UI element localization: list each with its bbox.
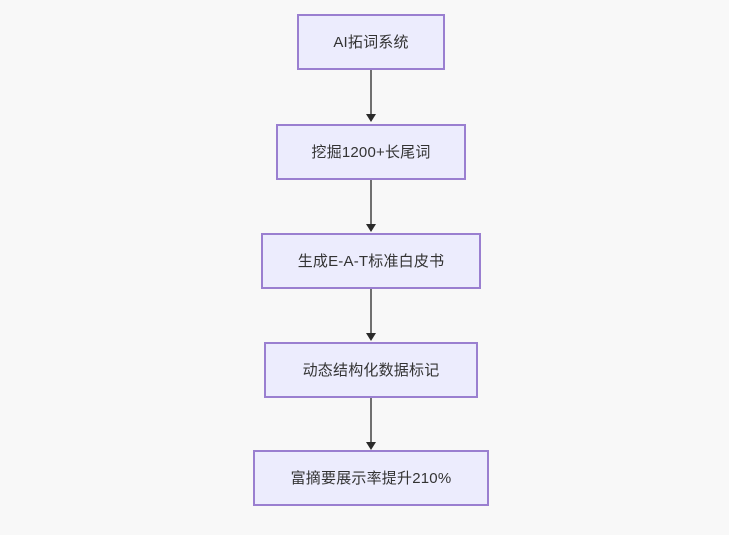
flow-node-ai-keyword-system[interactable]: AI拓词系统	[297, 14, 445, 70]
flow-edge-4-to-5	[370, 398, 372, 445]
flow-arrowhead-1-to-2	[366, 114, 376, 122]
flow-edge-3-to-4	[370, 289, 372, 336]
flow-edge-2-to-3	[370, 180, 372, 227]
flow-node-label: AI拓词系统	[333, 33, 409, 51]
flow-node-dynamic-structured-data-markup[interactable]: 动态结构化数据标记	[264, 342, 478, 398]
flow-node-label: 富摘要展示率提升210%	[290, 469, 452, 487]
flow-arrowhead-2-to-3	[366, 224, 376, 232]
flow-node-label: 动态结构化数据标记	[302, 361, 440, 379]
flow-node-generate-eat-whitepaper[interactable]: 生成E-A-T标准白皮书	[261, 233, 481, 289]
flow-node-rich-snippet-impression-uplift[interactable]: 富摘要展示率提升210%	[253, 450, 489, 506]
flow-arrowhead-4-to-5	[366, 442, 376, 450]
flow-arrowhead-3-to-4	[366, 333, 376, 341]
flow-node-mine-longtail-keywords[interactable]: 挖掘1200+长尾词	[276, 124, 466, 180]
flow-node-label: 生成E-A-T标准白皮书	[297, 252, 445, 270]
flow-edge-1-to-2	[370, 70, 372, 117]
flow-node-label: 挖掘1200+长尾词	[311, 143, 431, 161]
